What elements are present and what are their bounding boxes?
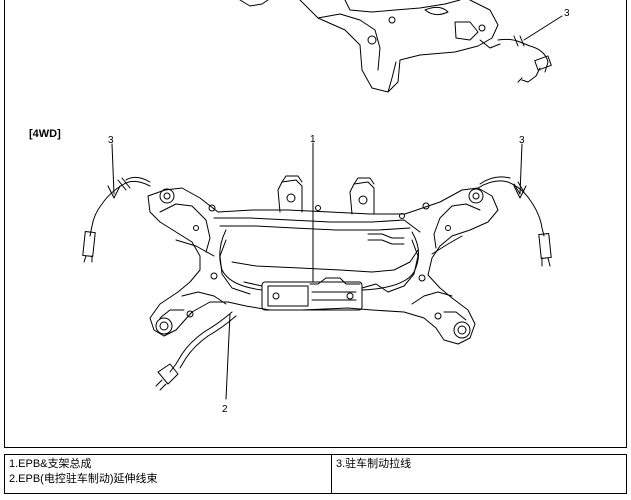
- callout-right-cable: 3: [519, 135, 525, 146]
- subframe-4wd-body: [147, 175, 499, 391]
- upper-subframe-partial: [239, 0, 563, 93]
- legend-item-3: 3.驻车制动拉线: [336, 458, 412, 470]
- diagram-frame: [4, 0, 627, 448]
- callout-top-right: 3: [564, 8, 570, 19]
- section-label-4wd: [4WD]: [29, 128, 61, 140]
- legend-table: 1.EPB&支架总成 2.EPB(电控驻车制动)延伸线束 3.驻车制动拉线: [4, 454, 627, 494]
- parking-cable-right: [477, 143, 552, 267]
- legend-item-1: 1.EPB&支架总成: [9, 458, 92, 470]
- callout-bottom: 2: [222, 404, 228, 415]
- legend-cell-left: 1.EPB&支架总成 2.EPB(电控驻车制动)延伸线束: [4, 454, 332, 494]
- parking-cable-left: [82, 143, 151, 263]
- subframe-illustration: 3 3 1 3 2: [82, 0, 570, 415]
- leader-2: [225, 313, 231, 400]
- callout-left-cable: 3: [108, 135, 114, 146]
- legend-item-2: 2.EPB(电控驻车制动)延伸线束: [9, 473, 158, 485]
- legend-cell-right: 3.驻车制动拉线: [331, 454, 627, 494]
- callout-center: 1: [310, 134, 316, 145]
